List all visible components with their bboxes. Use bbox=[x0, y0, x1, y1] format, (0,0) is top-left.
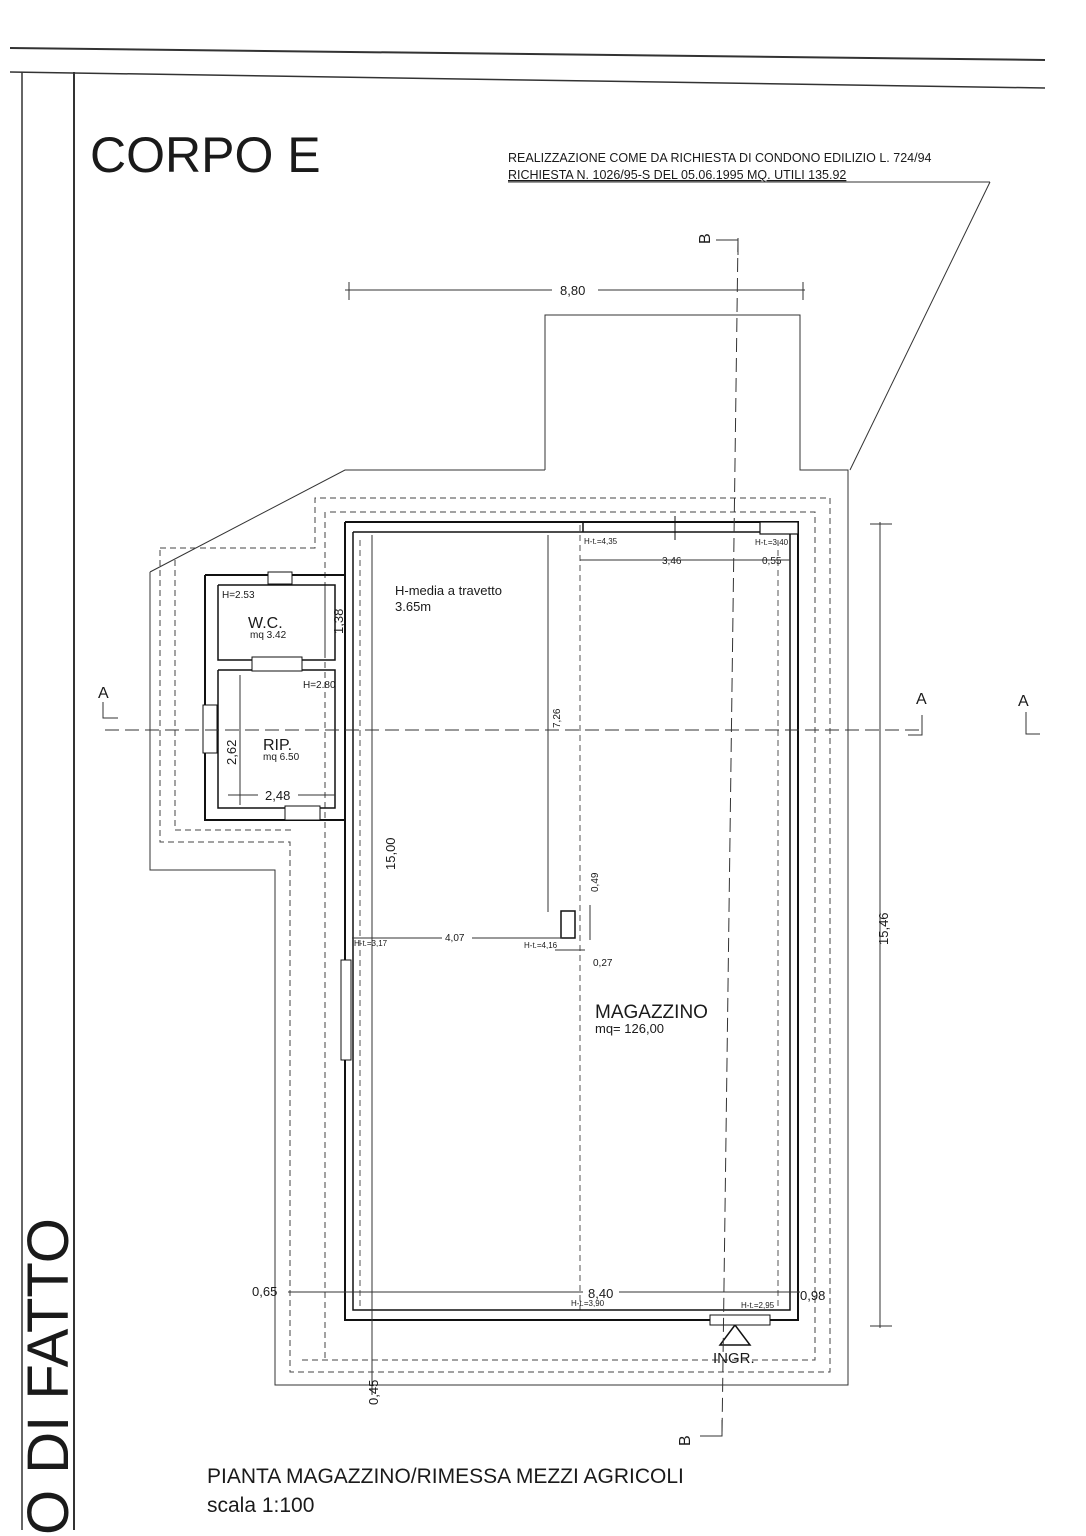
top-border-line-2 bbox=[9, 71, 1046, 89]
dim-top-width: 8,80 bbox=[560, 283, 585, 298]
caption-title: PIANTA MAGAZZINO/RIMESSA MEZZI AGRICOLI bbox=[207, 1465, 684, 1488]
dim-262: 2,62 bbox=[224, 740, 239, 765]
ht-435: H-t.=4,35 bbox=[584, 537, 618, 546]
page-title: CORPO E bbox=[90, 127, 321, 183]
inner-dashed-1 bbox=[174, 560, 295, 831]
section-a-far-arrow-icon bbox=[1025, 712, 1040, 735]
h-media-value: 3.65m bbox=[395, 599, 431, 614]
rip-window bbox=[202, 704, 218, 754]
entrance-door bbox=[709, 1314, 771, 1326]
corner-pillar bbox=[759, 521, 799, 535]
ht-390: H-t.=3,90 bbox=[571, 1299, 605, 1308]
dim-045: 0,45 bbox=[366, 1380, 381, 1405]
section-b-top-arrow-icon bbox=[716, 239, 739, 255]
dim-346: 3,46 bbox=[662, 556, 682, 567]
annex-outer-wall bbox=[204, 574, 346, 821]
ht-416: H-t.=4,16 bbox=[524, 941, 558, 950]
entrance-label: INGR. bbox=[713, 1350, 755, 1367]
wc-area: mq 3.42 bbox=[250, 630, 287, 641]
inner-dashed-2 bbox=[300, 511, 816, 1361]
h-media-label: H-media a travetto bbox=[395, 583, 502, 598]
wc-height: H=2.53 bbox=[222, 590, 255, 601]
dim-049: 0,49 bbox=[590, 872, 601, 892]
dim-248: 2,48 bbox=[265, 788, 290, 803]
roof-outline-dashed bbox=[159, 497, 831, 1373]
rip-area: mq 6.50 bbox=[263, 752, 300, 763]
magazzino-inner-wall bbox=[352, 531, 791, 1311]
dim-138: 1,38 bbox=[331, 609, 346, 634]
ht-340: H-t.=3,40 bbox=[755, 538, 789, 547]
rip-door bbox=[284, 805, 321, 821]
dim-726: 7,26 bbox=[552, 708, 563, 728]
caption-scale: scala 1:100 bbox=[207, 1494, 314, 1517]
section-b-bottom-arrow-icon bbox=[700, 1420, 723, 1437]
dim-098: 0,98 bbox=[800, 1288, 825, 1303]
note-line-1: REALIZZAZIONE COME DA RICHIESTA DI CONDO… bbox=[508, 151, 932, 165]
dim-065: 0,65 bbox=[252, 1284, 277, 1299]
section-line-b bbox=[721, 237, 739, 1436]
lot-outline-top bbox=[149, 469, 545, 573]
dim-1546: 15,46 bbox=[876, 912, 891, 945]
rip-height: H=2.80 bbox=[303, 680, 336, 691]
magazzino-name: MAGAZZINO bbox=[595, 1002, 708, 1023]
section-a-right-arrow-icon bbox=[908, 715, 923, 736]
section-b-top: B bbox=[697, 233, 714, 244]
rip-name: RIP. bbox=[263, 737, 292, 754]
section-a-right: A bbox=[916, 691, 927, 708]
wc-door bbox=[251, 656, 303, 672]
central-pillar bbox=[560, 910, 576, 939]
section-a-left-arrow-icon bbox=[102, 702, 118, 719]
side-window bbox=[340, 959, 352, 1061]
ht-317: H-t.=3,17 bbox=[354, 939, 388, 948]
note-line-2: RICHIESTA N. 1026/95-S DEL 05.06.1995 MQ… bbox=[508, 168, 846, 182]
dim-027: 0,27 bbox=[593, 958, 613, 969]
section-a-far: A bbox=[1018, 693, 1029, 710]
wc-wall bbox=[217, 584, 336, 661]
dim-055: 0,55 bbox=[762, 556, 782, 567]
dim-840: 8,40 bbox=[588, 1286, 613, 1301]
dim-1500: 15,00 bbox=[383, 837, 398, 870]
top-border-line bbox=[9, 47, 1046, 61]
section-a-left: A bbox=[98, 685, 109, 702]
note-leader-line bbox=[849, 181, 991, 471]
lot-outline bbox=[149, 314, 849, 1386]
side-label: O DI FATTO bbox=[16, 1218, 81, 1535]
magazzino-area: mq= 126,00 bbox=[595, 1021, 664, 1036]
section-b-bottom: B bbox=[677, 1435, 694, 1446]
ht-295: H-t.=2,95 bbox=[741, 1301, 775, 1310]
dim-407: 4,07 bbox=[445, 933, 465, 944]
wc-name: W.C. bbox=[248, 615, 283, 632]
entrance-arrow-icon bbox=[718, 1323, 752, 1346]
wc-window bbox=[267, 571, 293, 585]
